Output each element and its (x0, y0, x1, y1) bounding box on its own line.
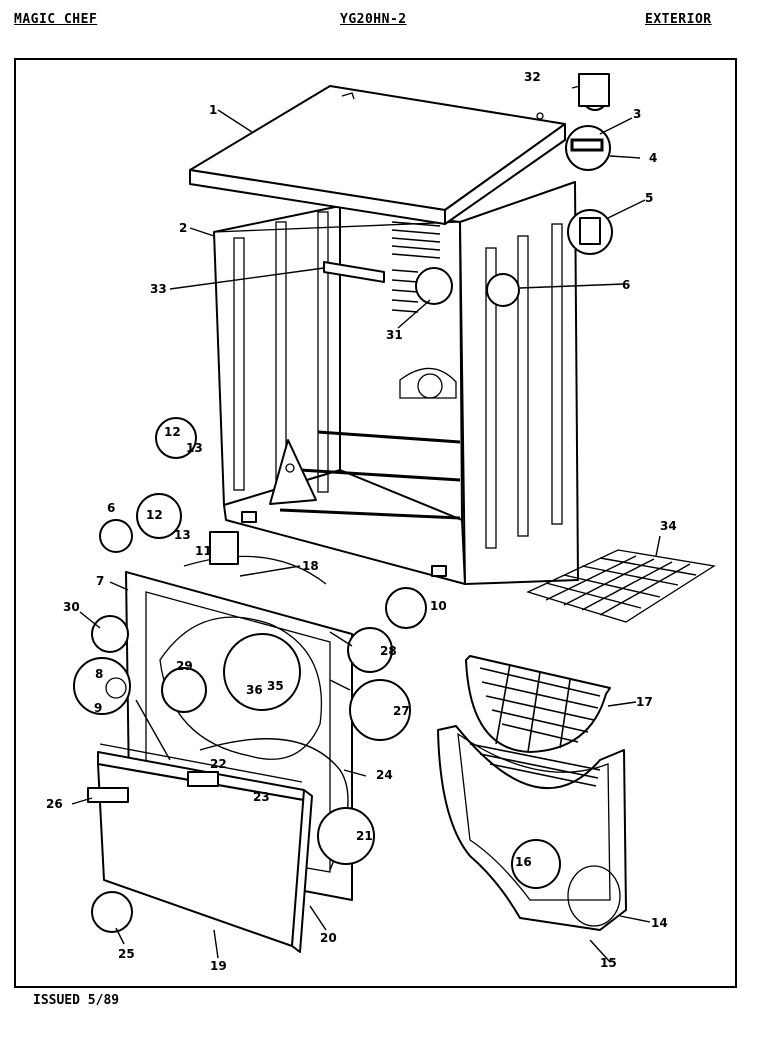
callout-32: 32 (524, 70, 541, 84)
callout-12b: 12 (146, 508, 163, 522)
model-number: YG20HN-2 (340, 12, 407, 27)
section-title: EXTERIOR (645, 12, 712, 27)
callout-20: 20 (320, 931, 337, 945)
callout-11: 11 (195, 544, 212, 558)
top-panel (189, 85, 566, 225)
callout-2: 2 (179, 221, 187, 235)
brand-name: MAGIC CHEF (14, 12, 98, 27)
callout-8: 8 (95, 667, 103, 681)
callout-16: 16 (515, 855, 532, 869)
callout-22: 22 (210, 757, 227, 771)
callout-18: 18 (302, 559, 319, 573)
callout-21: 21 (356, 829, 373, 843)
callout-14: 14 (651, 916, 668, 930)
callout-19: 19 (210, 959, 227, 973)
callout-29: 29 (176, 659, 193, 673)
lint-duct (437, 725, 627, 931)
callout-4: 4 (649, 151, 657, 165)
detail-insets (73, 73, 613, 933)
callout-1: 1 (209, 103, 217, 117)
leader-lines (71, 85, 661, 963)
callout-13a: 13 (186, 441, 203, 455)
callout-31: 31 (386, 328, 403, 342)
callout-5: 5 (645, 191, 653, 205)
callout-7: 7 (96, 574, 104, 588)
callout-28: 28 (380, 644, 397, 658)
loading-door (97, 743, 313, 953)
callout-27: 27 (393, 704, 410, 718)
drying-rack (526, 549, 716, 623)
callout-labels: 1 2 3 4 5 6 6 7 8 9 10 11 12 12 13 13 14… (46, 70, 677, 973)
callout-3: 3 (633, 107, 641, 121)
callout-25: 25 (118, 947, 135, 961)
callout-30: 30 (63, 600, 80, 614)
callout-15: 15 (600, 956, 617, 970)
callout-36: 36 (246, 683, 263, 697)
callout-23: 23 (253, 790, 270, 804)
callout-34: 34 (660, 519, 677, 533)
callout-9: 9 (94, 701, 102, 715)
callout-10: 10 (430, 599, 447, 613)
callout-33: 33 (150, 282, 167, 296)
callout-6b: 6 (107, 501, 115, 515)
callout-13b: 13 (174, 528, 191, 542)
callout-35: 35 (267, 679, 284, 693)
callout-12a: 12 (164, 425, 181, 439)
issued-date: ISSUED 5/89 (33, 993, 120, 1008)
cabinet (213, 181, 579, 585)
lint-filter (465, 655, 611, 753)
diagram-frame (14, 58, 737, 988)
callout-24: 24 (376, 768, 393, 782)
callout-26: 26 (46, 797, 63, 811)
callout-17: 17 (636, 695, 653, 709)
callout-6a: 6 (622, 278, 630, 292)
